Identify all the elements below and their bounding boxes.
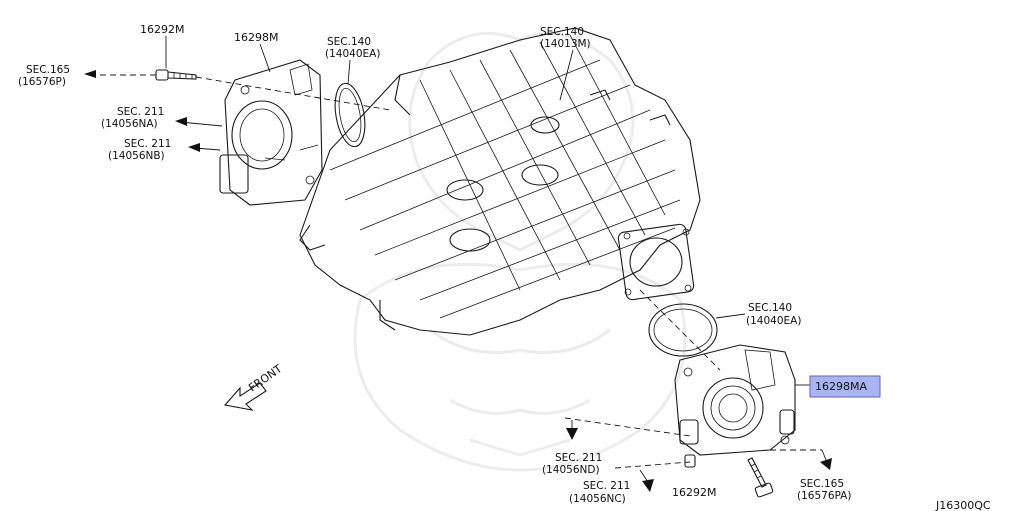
- label-16292m-bottom[interactable]: 16292M: [672, 486, 716, 499]
- label-sec211-nd-num[interactable]: (14056ND): [542, 464, 600, 476]
- label-sec211-nb-num[interactable]: (14056NB): [108, 150, 165, 162]
- label-gasket-bottom-num[interactable]: (14040EA): [746, 315, 801, 327]
- label-sec211-nc-num[interactable]: (14056NC): [569, 493, 626, 505]
- front-arrow: FRONT: [223, 362, 285, 411]
- label-16292m-top[interactable]: 16292M: [140, 23, 184, 36]
- arrow-sec165-bottom: [820, 458, 832, 470]
- gasket-bottom: [648, 303, 718, 357]
- label-sec211-nd-sec: SEC. 211: [555, 452, 602, 464]
- label-16298m[interactable]: 16298M: [234, 31, 278, 44]
- arrow-sec165-top: [84, 70, 96, 78]
- leader-lines: [165, 36, 810, 386]
- sensor-stub: [684, 454, 696, 468]
- arrow-sec211-nc: [642, 479, 654, 492]
- diagram-code: J16300QC: [935, 499, 991, 511]
- label-sec165-top-sec: SEC.165: [26, 64, 70, 76]
- dashed-connectors: [90, 74, 822, 469]
- label-sec211-nb-sec: SEC. 211: [124, 138, 171, 150]
- part-highlight: [809, 375, 881, 398]
- intake-manifold: [299, 27, 701, 336]
- throttle-body-top: [219, 59, 323, 206]
- bolt-bottom: [747, 457, 774, 498]
- gasket-top: [334, 82, 366, 148]
- watermark-emblem: [353, 31, 687, 472]
- label-sec165-bottom-num[interactable]: (16576PA): [797, 490, 851, 502]
- label-manifold-sec: SEC.140: [540, 26, 584, 38]
- label-gasket-bottom-sec: SEC.140: [748, 302, 792, 314]
- label-sec211-na-sec: SEC. 211: [117, 106, 164, 118]
- bolt-top: [155, 69, 197, 81]
- label-sec211-nc-sec: SEC. 211: [583, 480, 630, 492]
- arrows: [84, 70, 832, 492]
- label-manifold-num[interactable]: (14013M): [540, 38, 591, 50]
- arrow-sec211-nb: [188, 143, 200, 152]
- arrow-sec211-na: [175, 117, 187, 126]
- label-gasket-top-num[interactable]: (14040EA): [325, 48, 380, 60]
- throttle-body-bottom: [674, 344, 796, 456]
- arrow-sec211-nd: [566, 428, 578, 440]
- label-gasket-top-sec: SEC.140: [327, 36, 371, 48]
- label-sec211-na-num[interactable]: (14056NA): [101, 118, 158, 130]
- labels: 16292M 16298M SEC.140 (14040EA) SEC.140 …: [18, 23, 991, 511]
- label-16298ma[interactable]: 16298MA: [815, 380, 867, 393]
- label-sec165-bottom-sec: SEC.165: [800, 478, 844, 490]
- label-sec165-top-num[interactable]: (16576P): [18, 76, 66, 88]
